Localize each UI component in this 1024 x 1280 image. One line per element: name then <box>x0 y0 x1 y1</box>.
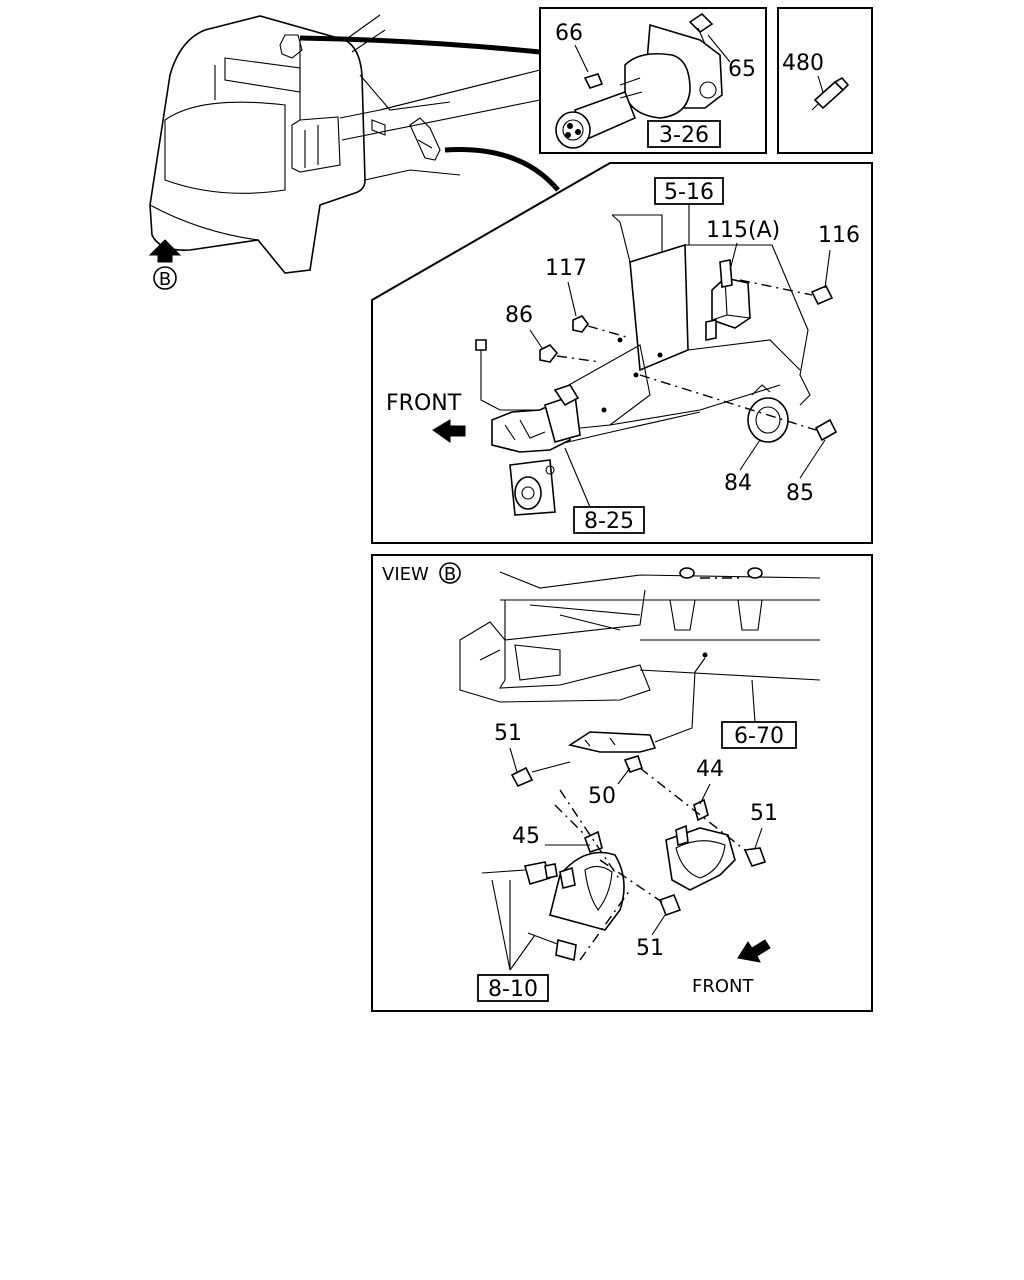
nut-86-drawing <box>539 344 559 363</box>
part-480-drawing <box>811 75 850 111</box>
view-b-frame <box>371 554 873 1012</box>
part-label-480: 480 <box>782 51 824 76</box>
bracket-detail-frame <box>371 162 873 544</box>
bolt-51-right-drawing <box>743 847 767 867</box>
part-label-84: 84 <box>724 471 752 496</box>
part-480-frame <box>777 7 873 154</box>
part-label-65: 65 <box>728 57 756 82</box>
front-arrow-bottom-icon <box>737 939 771 963</box>
horn-84-drawing <box>747 384 789 443</box>
ref-label-8-25: 8-25 <box>584 509 634 534</box>
part-label-51-bottom: 51 <box>636 936 664 961</box>
part-label-45: 45 <box>512 824 540 849</box>
ref-label-8-10: 8-10 <box>488 977 538 1002</box>
part-label-117: 117 <box>545 256 587 281</box>
part-label-66: 66 <box>555 21 583 46</box>
horn-45-drawing <box>549 830 625 931</box>
view-b-mark-label: B <box>159 269 171 290</box>
view-b-arrow: B <box>148 239 182 290</box>
bolt-51-left-drawing <box>510 766 534 788</box>
valve-assembly-drawing <box>475 339 581 516</box>
ref-box-8-25 <box>573 506 645 534</box>
truck-cab-drawing <box>149 14 560 274</box>
bolt-116-drawing <box>810 284 834 306</box>
view-title-label: VIEW <box>382 564 429 585</box>
horn-bracket-50-drawing <box>567 657 706 773</box>
part-label-115a: 115(A) <box>706 218 780 243</box>
part-label-44: 44 <box>696 757 724 782</box>
front-label-top: FRONT <box>386 391 462 416</box>
ref-box-8-10 <box>477 974 549 1002</box>
mounting-bracket-drawing <box>554 214 811 446</box>
bolt-85-drawing <box>814 418 838 442</box>
ref-box-6-70 <box>721 721 797 749</box>
ref-label-6-70: 6-70 <box>734 724 784 749</box>
front-arrow-top-icon <box>432 419 466 443</box>
trailer-connector-drawing <box>555 12 723 149</box>
horn-44-drawing <box>665 798 736 891</box>
view-b-circle-label: B <box>444 564 456 585</box>
chassis-frame-drawing <box>459 567 821 703</box>
ref-label-3-26: 3-26 <box>659 123 709 148</box>
part-label-51-left: 51 <box>494 721 522 746</box>
connector-detail-frame <box>539 7 767 154</box>
part-label-51-right: 51 <box>750 801 778 826</box>
part-label-86: 86 <box>505 303 533 328</box>
ref-box-3-26 <box>647 120 721 148</box>
part-label-116: 116 <box>818 223 860 248</box>
front-label-bottom: FRONT <box>692 976 754 997</box>
relay-115a-drawing <box>705 259 751 341</box>
part-label-85: 85 <box>786 481 814 506</box>
horn-harness-drawing <box>481 861 631 971</box>
view-b-circle <box>439 562 461 584</box>
ref-label-5-16: 5-16 <box>664 180 714 205</box>
bolt-51-bottom-drawing <box>658 893 682 917</box>
part-label-50: 50 <box>588 784 616 809</box>
nut-117-drawing <box>572 315 589 333</box>
